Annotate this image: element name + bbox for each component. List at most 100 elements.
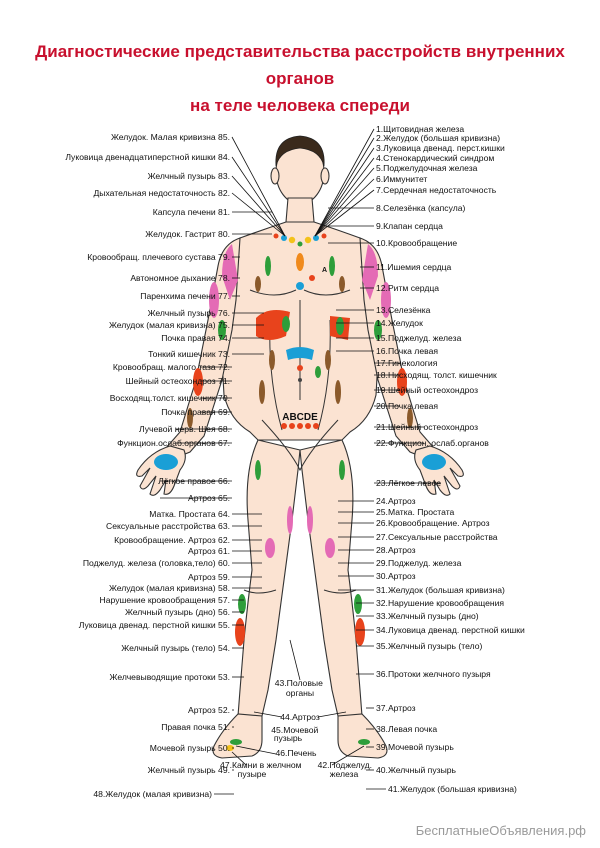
organ-label-75: 37.Артроз (376, 703, 416, 713)
zone-heart-red (309, 275, 315, 281)
organ-label-47: 9.Клапан сердца (376, 221, 443, 231)
organ-label-4: Дыхательная недостаточность 82. (93, 188, 230, 198)
abcde-label: ABCDE (282, 412, 318, 423)
organ-label-6: Желудок. Гастрит 80. (145, 229, 230, 239)
organ-label-31: Луковица двенад. перстной кишки 55. (79, 620, 230, 630)
organ-label-58: 20.Почка левая (376, 401, 438, 411)
organ-label-52: 14.Желудок (376, 318, 423, 328)
organ-label-25: Артроз 61. (188, 546, 230, 556)
organ-label-16: Восходящ.толст. кишечник 70. (110, 393, 230, 403)
organ-label-20: Лёгкое правое 66. (158, 476, 230, 486)
leg-viewer-left (238, 440, 300, 718)
ear-left (271, 168, 279, 184)
organ-label-48: 10.Кровообращение (376, 238, 457, 248)
organ-label-42: 4.Стенокардический синдром (376, 153, 494, 163)
leg-viewer-right (300, 440, 362, 718)
zone-shin-green-left (238, 594, 246, 614)
organ-label-3: Желчный пузырь 83. (148, 171, 230, 181)
organ-label-61: 23.Лёгкое левое (376, 478, 441, 488)
zone-colon-brown-2 (335, 380, 341, 404)
organ-label-30: Желчный пузырь (дно) 56. (125, 607, 230, 617)
zone-thigh-green-right (339, 460, 345, 480)
organ-label-64: 26.Кровообращение. Артроз (376, 518, 490, 528)
organ-label-50: 12.Ритм сердца (376, 283, 439, 293)
organ-label-27: Артроз 59. (188, 572, 230, 582)
organ-label-79: 41.Желудок (большая кривизна) (388, 784, 517, 794)
zone-genital-pink-left (287, 506, 293, 534)
organ-label-41: 3.Луковица двенад. перст.кишки (376, 143, 505, 153)
organ-label-40: 2.Желудок (большая кривизна) (376, 133, 500, 143)
organ-label-55: 17.Гинекология (376, 358, 438, 368)
leader-line-3 (232, 176, 285, 236)
organ-label-67: 29.Поджелуд. железа (376, 558, 462, 568)
organ-label-21: Артроз 65. (188, 493, 230, 503)
organ-label-13: Тонкий кишечник 73. (148, 349, 230, 359)
zone-neck-green (298, 242, 303, 247)
organ-label-32: Желчный пузырь (тело) 54. (121, 643, 230, 653)
organ-label-44: 6.Иммунитет (376, 174, 427, 184)
organ-label-66: 28.Артроз (376, 545, 416, 555)
organ-label-43: 5.Поджелудочная железа (376, 163, 478, 173)
organ-label-28: Желудок (малая кривизна) 58. (109, 583, 230, 593)
organ-label-17: Почка правая 69. (161, 407, 230, 417)
zone-navel-red (297, 365, 303, 371)
organ-label-29: Нарушение кровообращения 57. (100, 595, 230, 605)
zone-shin-green-right (354, 594, 362, 614)
organ-label-36: Мочевой пузырь 50. (150, 743, 230, 753)
zone-thigh-pink-left (265, 538, 275, 558)
dot-a (281, 423, 287, 429)
zone-neck-yellow-2 (305, 237, 311, 243)
organ-label-56: 18.Нисходящ. толст. кишечник (376, 370, 497, 380)
watermark: БесплатныеОбъявления.рф (416, 823, 586, 838)
organ-label-2: Луковица двенадцатиперстной кишки 84. (65, 152, 230, 162)
zone-kidney-brown-1 (269, 350, 275, 370)
organ-label-51: 13.Селезёнка (376, 305, 431, 315)
zone-hand-blue-left (154, 454, 178, 470)
organ-label-74: 36.Протоки желчного пузыря (376, 669, 491, 679)
hand-viewer-left (137, 446, 186, 495)
organ-label-65: 27.Сексуальные расстройства (376, 532, 498, 542)
dot-b (289, 423, 295, 429)
organ-label-38: 48.Желудок (малая кривизна) (93, 789, 212, 799)
center-label-43: 43.Половые органы (275, 678, 326, 698)
zone-chest-green-2 (329, 256, 335, 276)
zone-neck-blue-2 (313, 235, 319, 241)
organ-label-60: 22.Функцион. ослаб.органов (376, 438, 489, 448)
dot-d (305, 423, 311, 429)
organ-label-14: Кровообращ. малого таза 72. (113, 362, 230, 372)
center-label-44: 44.Артроз (280, 712, 320, 722)
ear-right (321, 168, 329, 184)
organ-label-69: 31.Желудок (большая кривизна) (376, 585, 505, 595)
organ-label-35: Правая почка 51. (161, 722, 230, 732)
organ-label-22: Матка. Простата 64. (149, 509, 230, 519)
organ-label-57: 19.Шейный остеохондроз (376, 385, 478, 395)
organ-label-78: 40.Желчный пузырь (376, 765, 457, 775)
zone-spleen-green (336, 317, 344, 335)
navel (298, 378, 302, 382)
organ-label-59: 21.Шейный остеохондроз (376, 422, 478, 432)
organ-label-45: 7.Сердечная недостаточность (376, 185, 497, 195)
zone-neck-red-1 (274, 234, 279, 239)
zone-thigh-pink-right (325, 538, 335, 558)
organ-label-8: Автономное дыхание 78. (130, 273, 230, 283)
organ-label-5: Капсула печени 81. (153, 207, 230, 217)
organ-label-76: 38.Левая почка (376, 724, 437, 734)
organ-label-18: Лучевой нерв. Шея 68. (139, 424, 230, 434)
zone-gallbladder-green (282, 316, 290, 332)
zone-chest-brown-2 (339, 276, 345, 292)
organ-label-26: Поджелуд. железа (головка,тело) 60. (83, 558, 230, 568)
zone-chest-orange (296, 253, 304, 271)
zone-foot-green-right (358, 739, 370, 745)
zone-gyn-green (315, 366, 321, 378)
center-label-47: 47.Камни в желчном пузыре (220, 760, 304, 779)
zone-neck-yellow-1 (289, 237, 295, 243)
zone-thigh-green-left (255, 460, 261, 480)
organ-label-53: 15.Поджелуд. железа (376, 333, 462, 343)
center-leader-43 (290, 640, 300, 680)
zone-neck-red-2 (322, 234, 327, 239)
center-label-46: 46.Печень (275, 748, 317, 758)
zone-hand-blue-right (422, 454, 446, 470)
organ-label-1: Желудок. Малая кривизна 85. (111, 132, 230, 142)
organ-label-24: Кровообращение. Артроз 62. (114, 535, 230, 545)
